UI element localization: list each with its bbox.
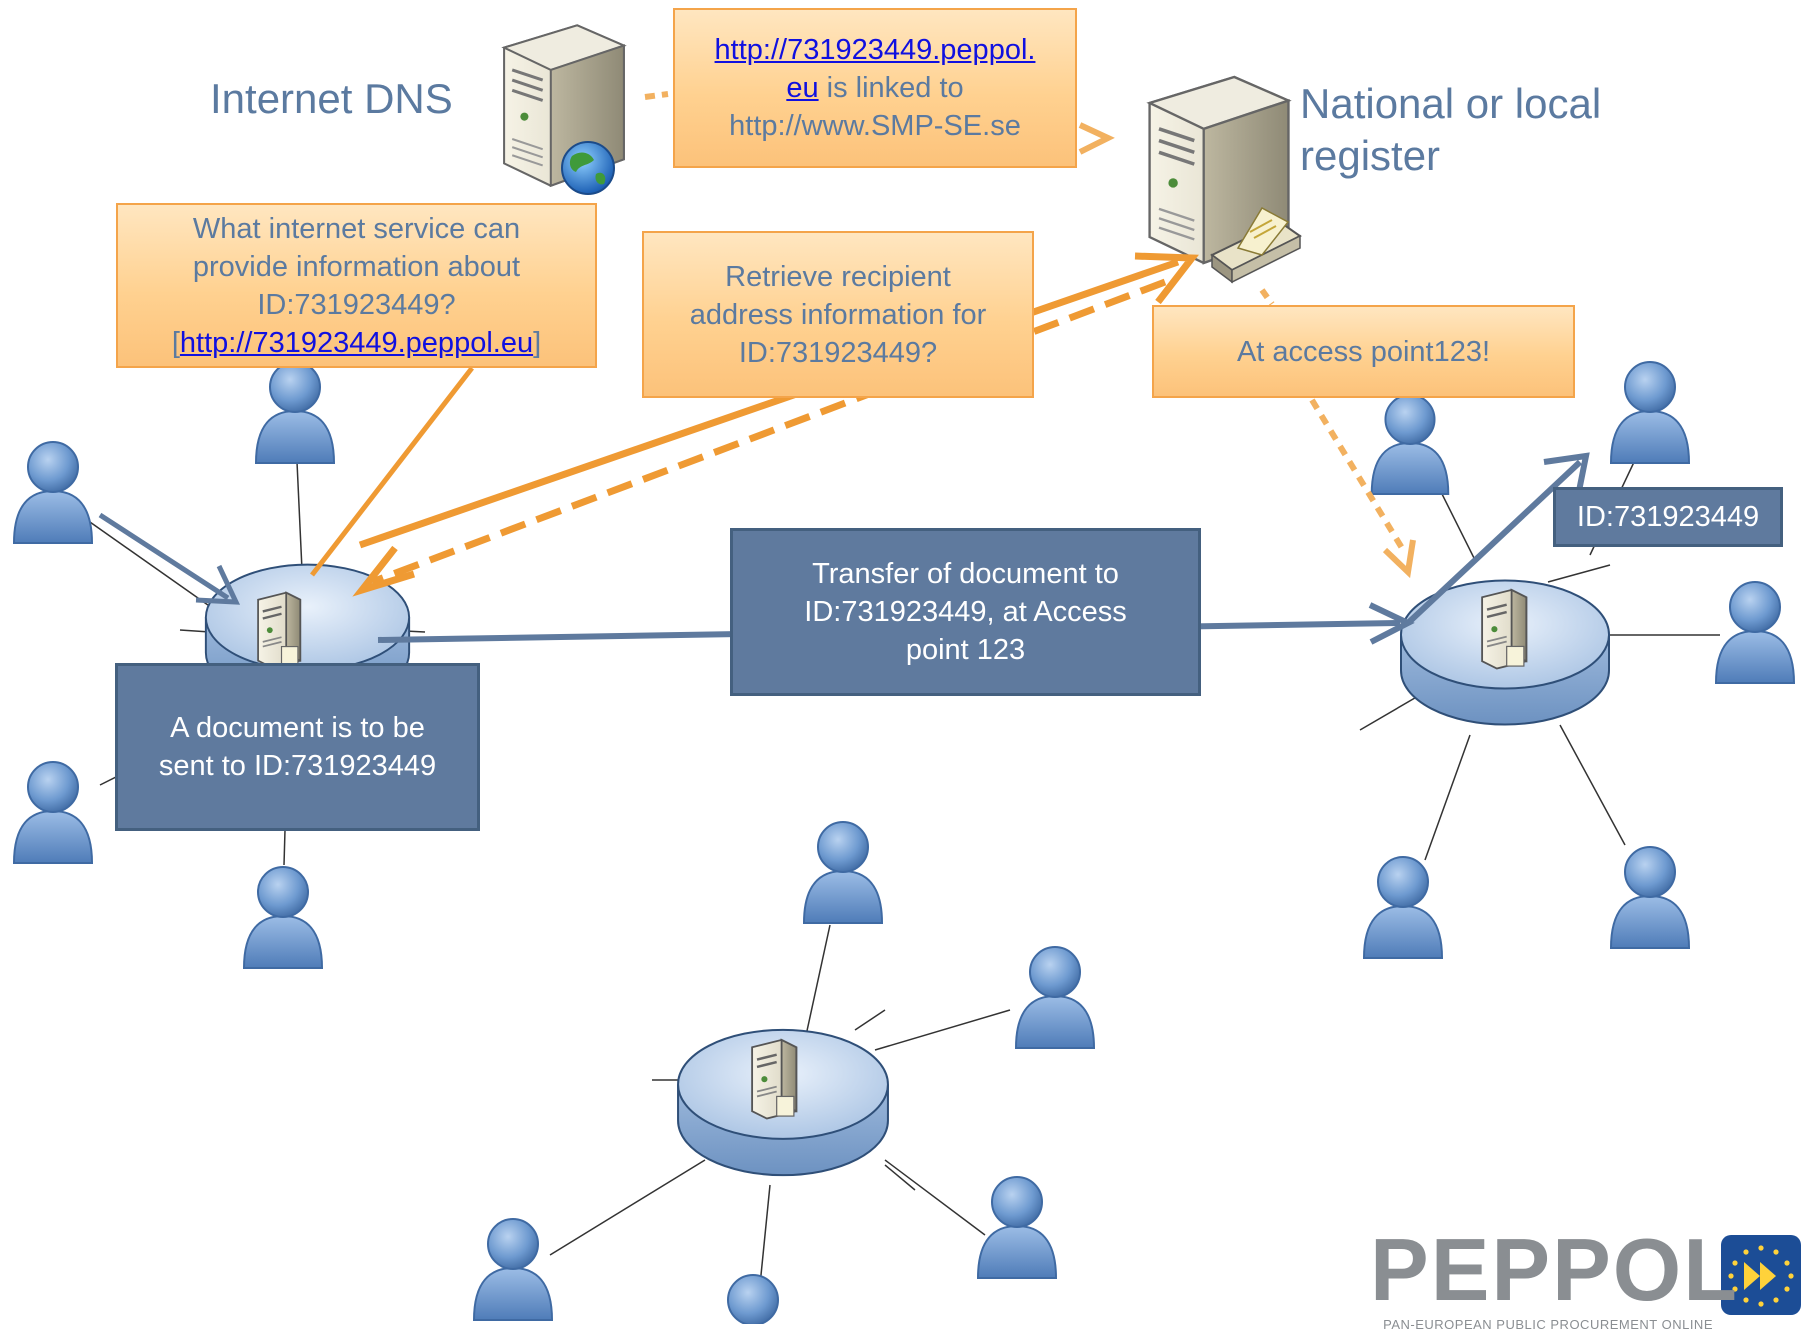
register-label: National or local register <box>1300 78 1601 182</box>
dns-link-smp-address: http://www.SMP-SE.se <box>729 110 1021 142</box>
recipient-id-text: ID:731923449 <box>1576 501 1760 533</box>
access-point-text: At access point123! <box>1236 335 1491 368</box>
access-point-dotted-arrow <box>1259 288 1416 579</box>
document-line1: A document is to be <box>170 712 425 744</box>
dns-question-box: What internet service can provide inform… <box>116 203 597 368</box>
bottom-network <box>473 821 1095 1324</box>
person-icon <box>1370 393 1450 496</box>
recipient-arrow <box>1405 452 1590 626</box>
right-network <box>1359 361 1795 959</box>
person-icon <box>1610 846 1690 949</box>
bracket-open: [ <box>171 326 180 359</box>
dns-server <box>502 23 626 195</box>
question-line3: ID:731923449? <box>257 288 456 321</box>
right-access-point-server-icon <box>1480 588 1528 670</box>
person-icon <box>1015 946 1095 1049</box>
register-server <box>1147 75 1302 284</box>
globe-icon <box>561 141 615 195</box>
transfer-line1: Transfer of document to <box>812 558 1119 590</box>
question-line1: What internet service can <box>192 212 521 245</box>
person-icon <box>13 761 93 864</box>
person-icon <box>473 1218 553 1321</box>
person-icon <box>243 866 323 969</box>
register-label-line1: National or local <box>1300 80 1602 127</box>
access-point-box: At access point123! <box>1152 305 1575 398</box>
peppol-logo-subtitle: PAN-EUROPEAN PUBLIC PROCUREMENT ONLINE <box>1383 1317 1713 1332</box>
document-box: A document is to be sent to ID:731923449 <box>115 663 480 831</box>
transfer-line2: ID:731923449, at Access <box>804 596 1127 628</box>
query-dns-arrow <box>310 366 474 577</box>
person-icon <box>977 1176 1057 1279</box>
dns-link-box: http://731923449.peppol. eu is linked to… <box>673 8 1077 168</box>
dns-link-text: is linked to <box>818 72 964 104</box>
register-response-arrow <box>352 278 1167 597</box>
bracket-close: ] <box>533 326 542 359</box>
retrieve-box: Retrieve recipient address information f… <box>642 231 1034 398</box>
person-icon <box>1363 856 1443 959</box>
transfer-line3: point 123 <box>905 634 1026 666</box>
retrieve-line3: ID:731923449? <box>738 336 938 369</box>
card-reader-icon <box>1210 207 1302 284</box>
dns-link-url[interactable]: http://731923449.peppol. <box>714 34 1036 66</box>
sender-person-icon <box>13 441 93 544</box>
query-register-arrow <box>358 252 1199 549</box>
question-line2: provide information about <box>192 250 521 283</box>
person-icon <box>713 1274 793 1324</box>
bottom-access-point-server-icon <box>750 1038 798 1120</box>
peppol-id-url[interactable]: http://731923449.peppol.eu <box>179 326 534 359</box>
retrieve-line2: address information for <box>689 298 987 331</box>
dns-link-dotted-line <box>644 91 1115 155</box>
dns-link-url-tld[interactable]: eu <box>786 72 819 104</box>
register-label-line2: register <box>1300 132 1441 179</box>
internet-dns-label: Internet DNS <box>210 75 453 122</box>
person-icon <box>255 361 335 464</box>
recipient-person-icon <box>1610 361 1690 464</box>
sender-arrow <box>98 512 241 605</box>
document-line2: sent to ID:731923449 <box>158 750 437 782</box>
peppol-logo-name: PEPPOL <box>1370 1220 1739 1319</box>
eu-flag-icon <box>1721 1235 1801 1315</box>
peppol-logo: PEPPOL PAN-EUROPEAN PUBLIC PROCUREMENT O… <box>1370 1220 1739 1332</box>
recipient-id-box: ID:731923449 <box>1553 487 1783 547</box>
transfer-box: Transfer of document to ID:731923449, at… <box>730 528 1201 696</box>
person-icon <box>803 821 883 924</box>
left-access-point-server-icon <box>256 591 302 669</box>
person-icon <box>1715 581 1795 684</box>
retrieve-line1: Retrieve recipient <box>725 260 951 293</box>
